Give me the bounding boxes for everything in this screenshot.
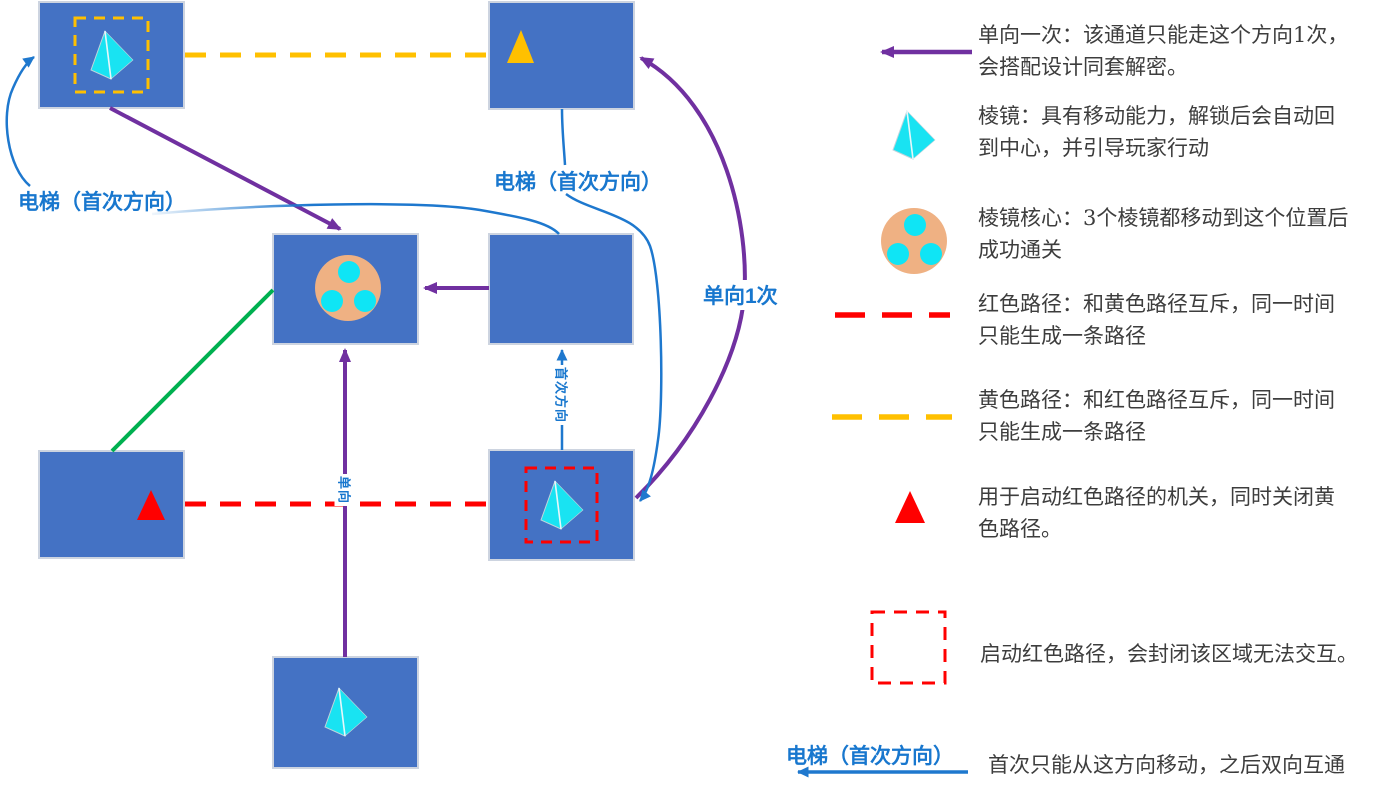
yellow-dashed-box — [73, 16, 150, 94]
legend-elevator-label: 电梯（首次方向） — [786, 745, 954, 768]
legend-text-elevator: 首次只能从这方向移动，之后双向互通 — [988, 753, 1345, 777]
elevator-curve-to-topleft — [5, 55, 35, 187]
legend-text-one-way-once: 单向一次：该通道只能走这个方向1次， 会搭配设计同套解密。 — [978, 23, 1349, 79]
legend-prism-icon — [892, 110, 936, 160]
elevator-line-left-to-midright — [151, 202, 560, 235]
elevator-line-topright-to-label — [560, 108, 567, 166]
first-direction-vertical-label: 首次方向 — [551, 364, 573, 426]
room-mid-right — [488, 233, 634, 345]
elevator-label-left: 电梯（首次方向） — [18, 191, 186, 214]
legend-text-yellow-path: 黄色路径：和红色路径互斥，同一时间 只能生成一条路径 — [978, 388, 1335, 444]
legend-text-red-path: 红色路径：和黄色路径互斥，同一时间 只能生成一条路径 — [978, 292, 1335, 348]
red-triangle-icon — [137, 490, 165, 520]
red-dashed-box — [524, 466, 599, 544]
legend-text-prism: 棱镜：具有移动能力，解锁后会自动回 到中心，并引导玩家行动 — [978, 104, 1335, 160]
legend-text-red-lock: 启动红色路径，会封闭该区域无法交互。 — [980, 642, 1358, 666]
legend-red-triangle-icon — [895, 491, 925, 523]
one-way-vertical-label: 单向 — [334, 473, 356, 507]
one-way-arrow-topleft-to-center — [109, 106, 342, 231]
yellow-triangle-icon — [507, 30, 534, 63]
legend-text-prism-core: 棱镜核心：3个棱镜都移动到这个位置后 成功通关 — [978, 206, 1349, 262]
elevator-curve-right-down — [565, 192, 663, 502]
one-way-once-curve — [634, 56, 747, 500]
elevator-label-right: 电梯（首次方向） — [494, 171, 662, 194]
room-bottom-left — [38, 450, 185, 559]
legend-red-dashed-box-icon — [870, 610, 947, 685]
legend-text-red-trigger: 用于启动红色路径的机关，同时关闭黄 色路径。 — [978, 485, 1335, 541]
one-way-once-label: 单向1次 — [700, 280, 781, 310]
green-path — [110, 288, 275, 453]
legend-prism-core-icon — [881, 208, 947, 274]
prism-core-icon — [315, 255, 381, 321]
